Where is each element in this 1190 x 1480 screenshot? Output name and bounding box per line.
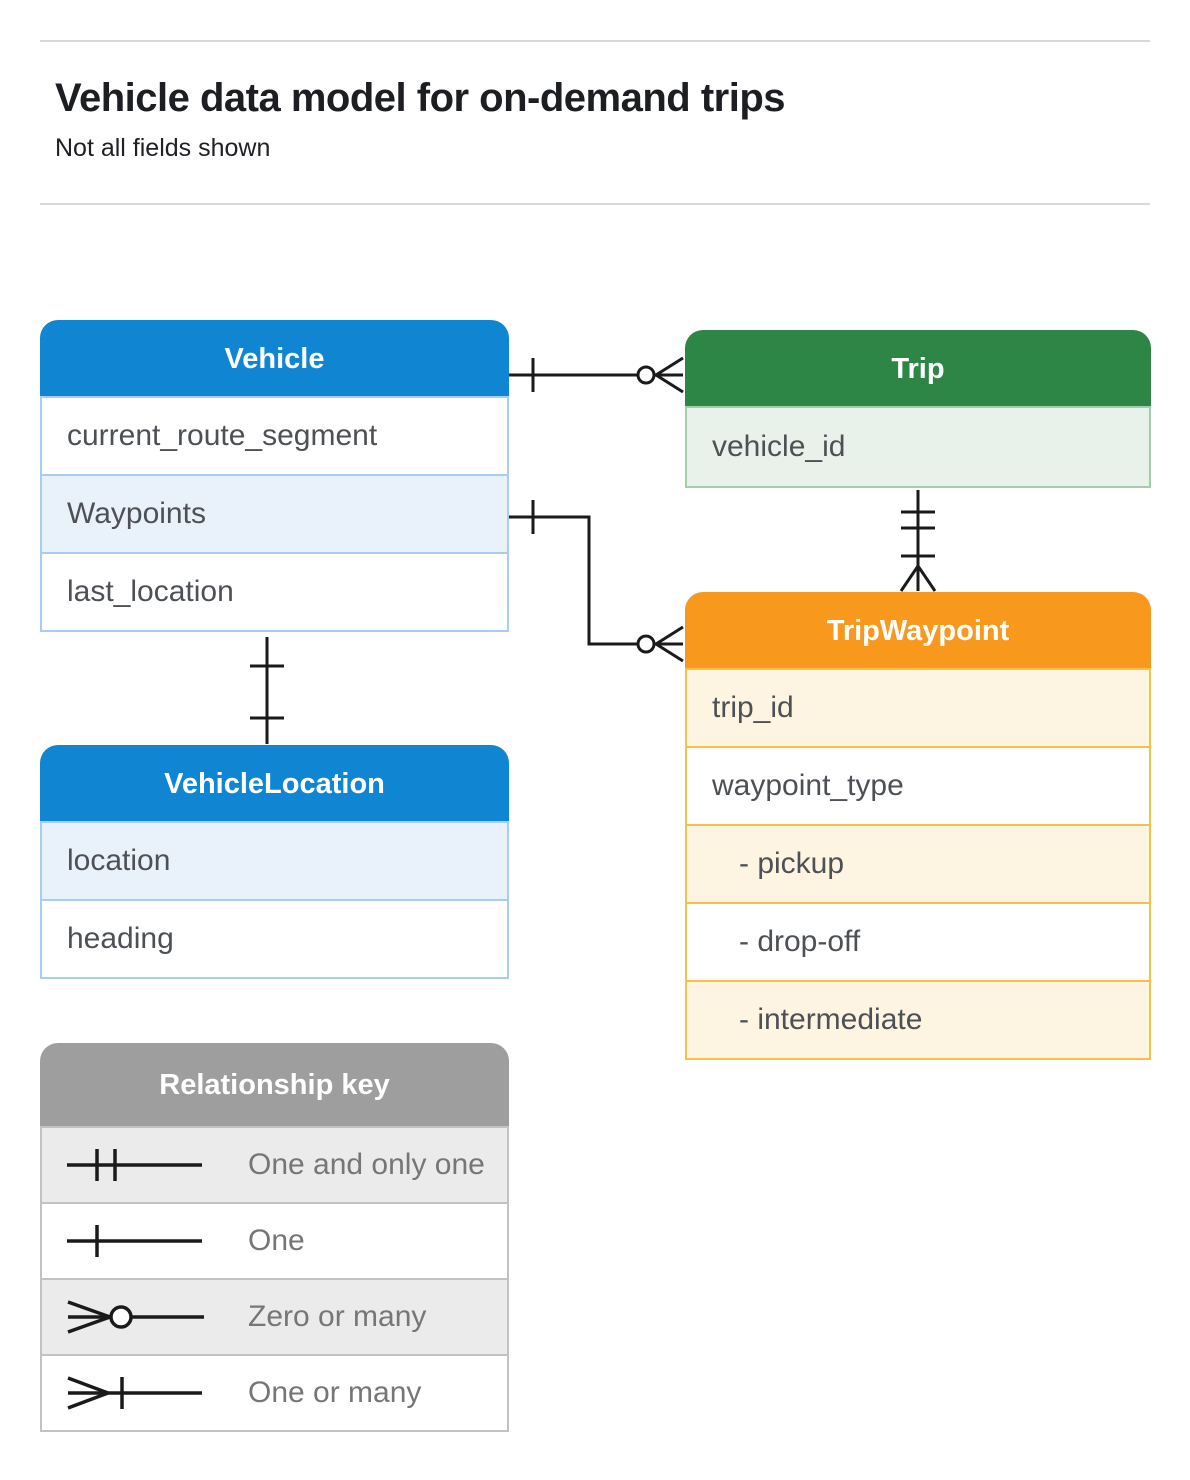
relationship-key: Relationship key One and only one One: [40, 1043, 509, 1432]
key-label: Zero or many: [248, 1300, 427, 1333]
field-heading: heading: [40, 899, 509, 979]
entity-trip-waypoint-title: TripWaypoint: [685, 592, 1151, 670]
key-row-one-and-only-one: One and only one: [40, 1126, 509, 1204]
page-subtitle: Not all fields shown: [55, 134, 271, 162]
key-label: One: [248, 1224, 305, 1257]
field-trip-id: trip_id: [685, 668, 1151, 748]
entity-trip: Trip vehicle_id: [685, 330, 1151, 488]
field-intermediate: - intermediate: [685, 980, 1151, 1060]
entity-vehicle: Vehicle current_route_segment Waypoints …: [40, 320, 509, 632]
zero-or-many-icon: [67, 1300, 204, 1334]
top-divider: [40, 40, 1150, 42]
entity-vehicle-location-title: VehicleLocation: [40, 745, 509, 823]
key-label: One or many: [248, 1376, 422, 1409]
field-pickup: - pickup: [685, 824, 1151, 904]
relationship-key-title: Relationship key: [40, 1043, 509, 1128]
field-current-route-segment: current_route_segment: [40, 396, 509, 476]
key-label: One and only one: [248, 1148, 485, 1181]
key-row-one-or-many: One or many: [40, 1354, 509, 1432]
field-waypoint-type: waypoint_type: [685, 746, 1151, 826]
entity-trip-title: Trip: [685, 330, 1151, 408]
field-drop-off: - drop-off: [685, 902, 1151, 982]
connector-vehicle-trip-icon: [509, 356, 684, 394]
one-or-many-icon: [67, 1376, 202, 1410]
connector-trip-tripwaypoint-icon: [899, 490, 937, 592]
entity-vehicle-location: VehicleLocation location heading: [40, 745, 509, 979]
connector-vehicle-vehiclelocation-icon: [250, 637, 284, 744]
entity-trip-waypoint: TripWaypoint trip_id waypoint_type - pic…: [685, 592, 1151, 1060]
connector-waypoints-tripwaypoint-icon: [509, 500, 684, 663]
field-vehicle-id: vehicle_id: [685, 406, 1151, 488]
field-waypoints: Waypoints: [40, 474, 509, 554]
one-icon: [67, 1225, 202, 1257]
field-last-location: last_location: [40, 552, 509, 632]
page-title: Vehicle data model for on-demand trips: [55, 76, 786, 120]
field-location: location: [40, 821, 509, 901]
key-row-one: One: [40, 1202, 509, 1280]
key-row-zero-or-many: Zero or many: [40, 1278, 509, 1356]
header-divider: [40, 203, 1150, 205]
entity-vehicle-title: Vehicle: [40, 320, 509, 398]
one-and-only-one-icon: [67, 1149, 202, 1181]
